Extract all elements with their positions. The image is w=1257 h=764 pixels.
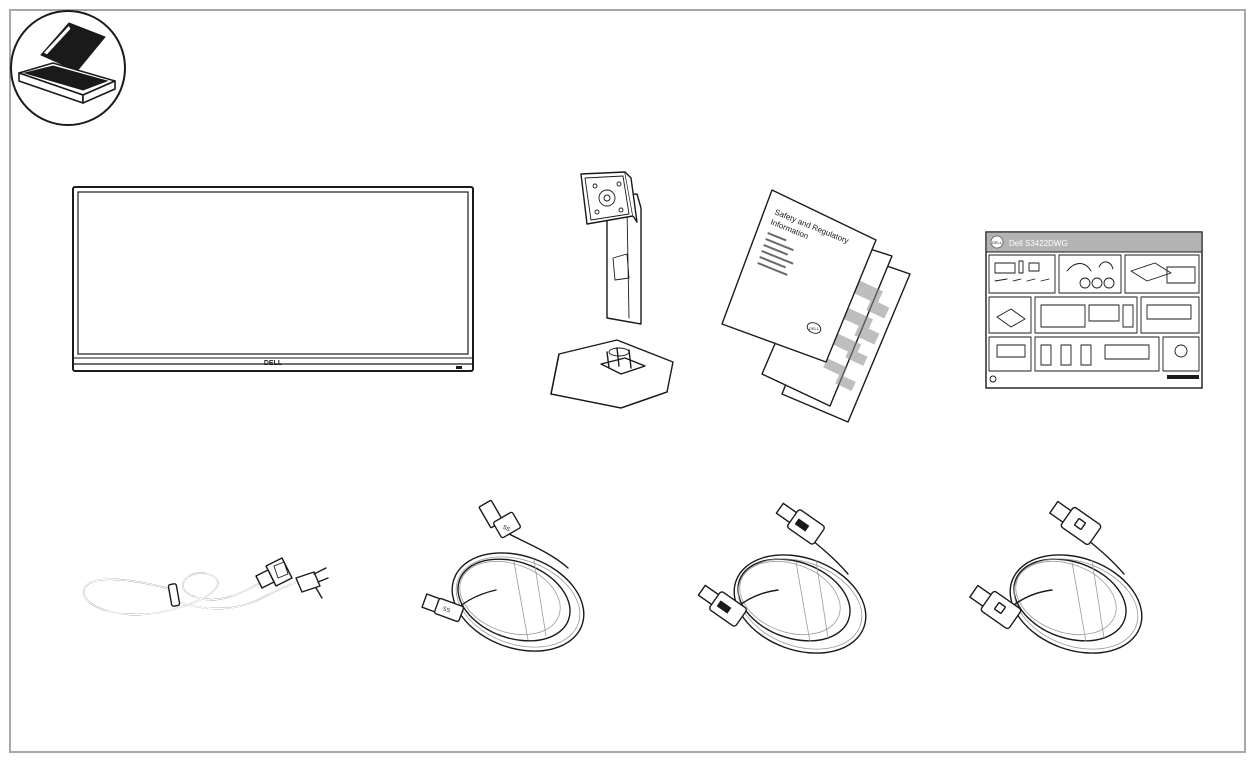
guide-title: Dell S3422DWG <box>1009 239 1068 248</box>
package-frame <box>9 9 1246 753</box>
monitor-logo: DELL <box>264 360 283 367</box>
document-logo: DELL <box>809 326 820 331</box>
usb-cable: SS SS <box>418 498 592 660</box>
usb-label-top: SS <box>501 524 511 533</box>
power-cable <box>78 540 329 632</box>
guide-logo: DELL <box>992 240 1003 245</box>
monitor: DELL <box>72 186 476 374</box>
box-icon <box>9 9 127 127</box>
stand-riser-and-base <box>545 168 685 422</box>
displayport-cable <box>968 500 1150 660</box>
hdmi-cable <box>696 500 872 660</box>
usb-label-bottom: SS <box>441 606 451 614</box>
quick-setup-guide: DELL Dell S3422DWG <box>985 231 1203 389</box>
safety-regulatory-document: Safety and Regulatory Information DELL <box>716 184 912 424</box>
